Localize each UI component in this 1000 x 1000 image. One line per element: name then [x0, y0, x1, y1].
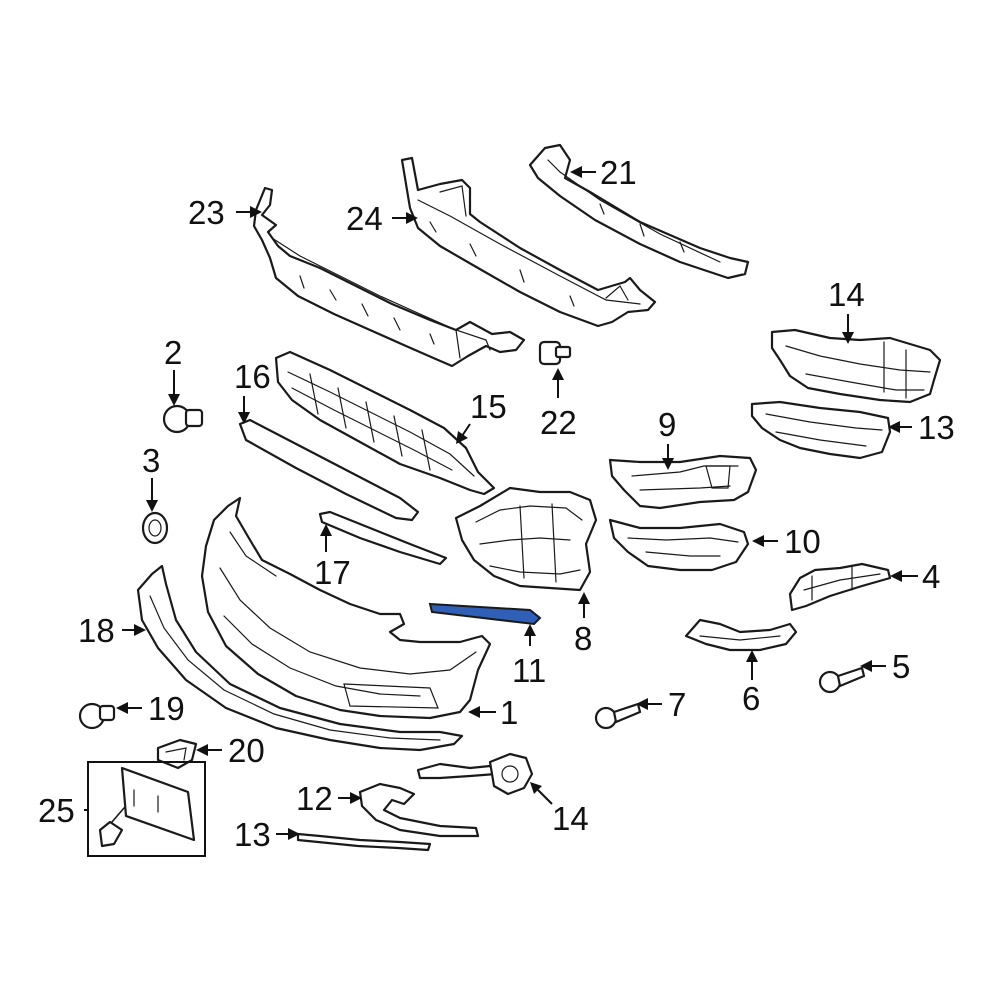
callout-4: 4 — [922, 558, 940, 595]
part-5-bolt — [818, 666, 866, 694]
callout-9: 9 — [658, 406, 676, 443]
part-12-bracket — [358, 782, 480, 838]
part-20-clip — [156, 738, 198, 770]
callout-labels: 1 2 3 4 5 6 7 8 9 10 11 12 13 13 14 14 1… — [38, 154, 955, 853]
callout-17: 17 — [314, 554, 351, 591]
callout-23: 23 — [188, 194, 225, 231]
callout-6: 6 — [742, 680, 760, 717]
callout-14-upper: 14 — [828, 276, 865, 313]
part-24-impact-bar — [400, 156, 657, 328]
callout-19: 19 — [148, 690, 185, 727]
part-9-bracket — [608, 454, 758, 510]
callout-5: 5 — [892, 648, 910, 685]
callout-18: 18 — [78, 612, 115, 649]
part-25-license-bracket — [87, 761, 206, 857]
callout-24: 24 — [346, 200, 383, 237]
part-4-side-bracket — [788, 562, 892, 612]
callout-16: 16 — [234, 358, 271, 395]
callout-25: 25 — [38, 792, 75, 829]
part-15-grille — [274, 350, 496, 496]
part-14-sensor-assembly — [416, 752, 534, 796]
callout-2: 2 — [164, 334, 182, 371]
callout-10: 10 — [784, 523, 821, 560]
callout-11: 11 — [512, 652, 546, 689]
callout-13-upper: 13 — [918, 409, 955, 446]
part-13-lower-strip — [296, 832, 432, 852]
callout-12: 12 — [296, 780, 333, 817]
callout-7: 7 — [668, 686, 686, 723]
callout-8: 8 — [574, 620, 592, 657]
part-13-right-bracket — [750, 400, 892, 460]
callout-14-lower: 14 — [552, 800, 589, 837]
part-23-absorber — [252, 186, 526, 368]
part-22-nut — [538, 340, 572, 366]
callout-1: 1 — [500, 694, 518, 731]
callout-22: 22 — [540, 404, 577, 441]
callout-15: 15 — [470, 388, 507, 425]
part-16-strip — [238, 418, 420, 522]
callout-21: 21 — [600, 154, 637, 191]
part-19-clip — [78, 702, 116, 730]
part-18-lower-lip — [136, 564, 464, 752]
part-2-clip — [162, 404, 204, 434]
part-3-clip — [141, 511, 169, 545]
part-1-bumper-cover — [200, 496, 492, 720]
callout-13-lower: 13 — [234, 816, 271, 853]
part-17-strip — [318, 510, 448, 566]
part-14-upper-bracket — [770, 328, 942, 404]
part-6-bracket — [684, 618, 798, 652]
callout-3: 3 — [142, 442, 160, 479]
leader-lines — [84, 166, 918, 840]
part-7-bolt — [594, 702, 642, 730]
part-11-highlighted — [428, 602, 542, 626]
callout-20: 20 — [228, 732, 265, 769]
part-8-housing — [454, 486, 598, 592]
part-10-bracket — [608, 518, 750, 572]
part-21-upper-reinforcement — [528, 143, 750, 280]
